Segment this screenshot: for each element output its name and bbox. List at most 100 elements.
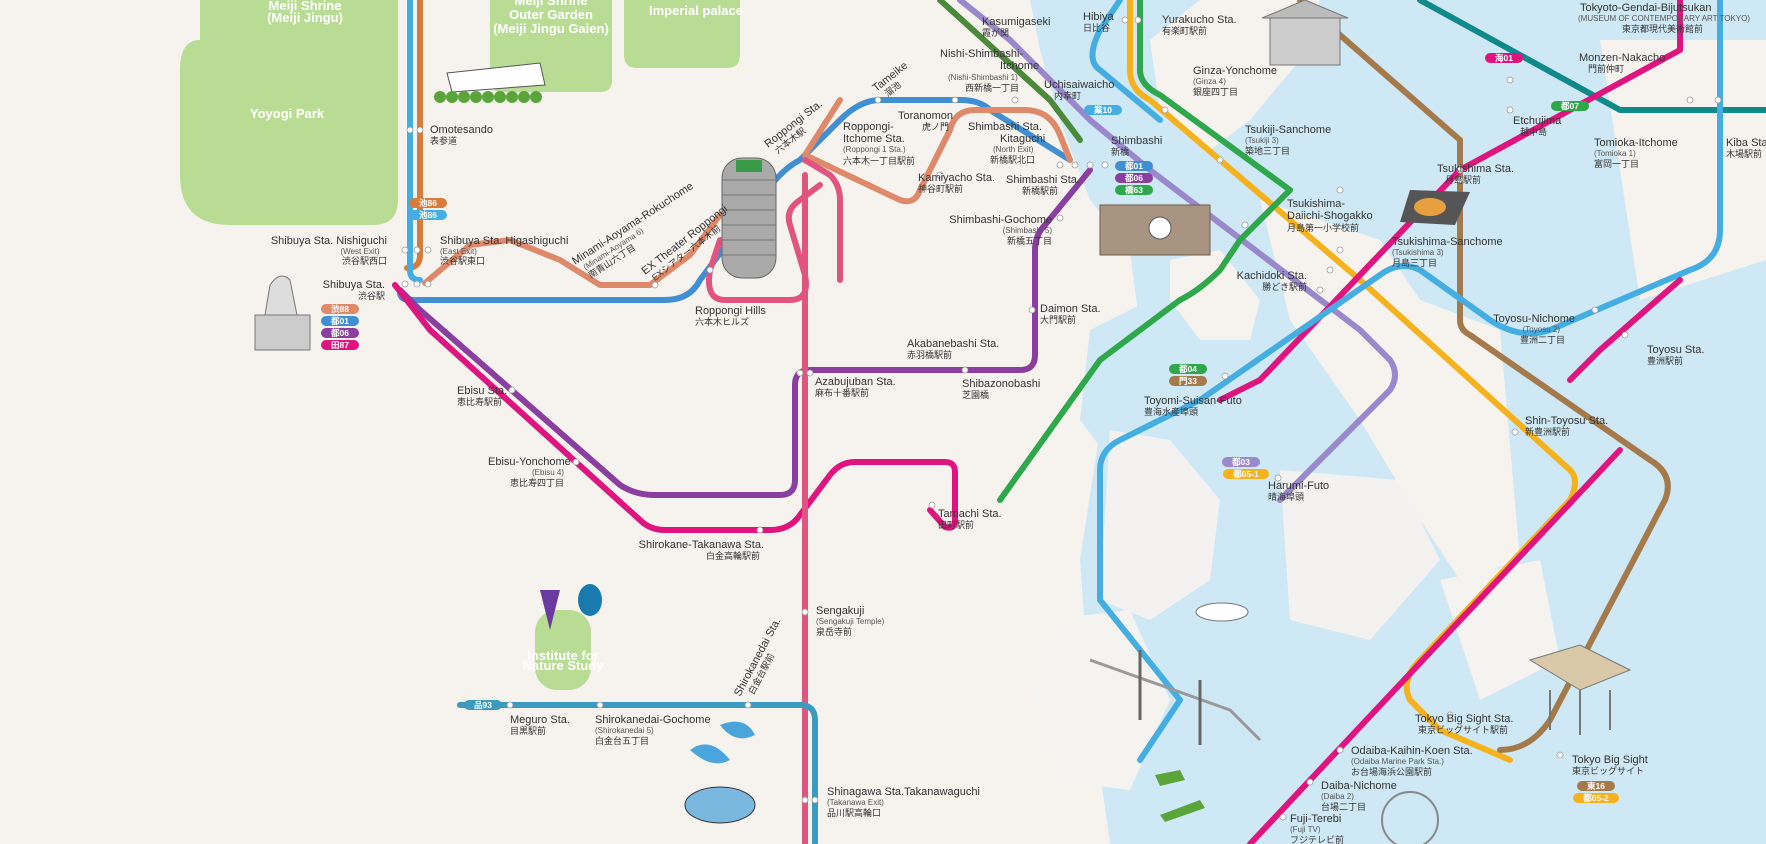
route-magenta-odaiba [1247,447,1623,844]
station-tsukishima-sanchome-sub: (Tsukishima 3) [1392,248,1444,257]
station-kiba: Kiba Sta. [1726,137,1766,149]
station-tamachi-jp: 田町駅前 [938,519,974,530]
parks [180,0,740,690]
station-tsukishima-sanchome: Tsukishima-Sanchome [1392,236,1503,248]
station-shirokane-takanawa: Shirokane-Takanawa Sta. [639,539,764,551]
outer-garden-label-1: Meiji Shrine [515,0,588,8]
station-yurakucho: Yurakucho Sta. [1162,14,1237,26]
station-shimbashi-kitaguchi-1: Shimbashi Sta. [968,121,1042,133]
station-hibiya-jp: 日比谷 [1083,22,1110,33]
station-shibuya-nishiguchi-jp: 渋谷駅西口 [342,255,387,266]
route-pink-vertical [802,157,843,283]
station-daiba-nichome-sub: (Daiba 2) [1321,792,1354,801]
route-badge-label: 渋88 [331,304,349,314]
station-tokyo-big-sight-jp: 東京ビッグサイト [1572,765,1644,776]
route-badge: 都03 [1222,457,1260,467]
outer-garden-label-2: Outer Garden [509,7,593,22]
route-badge: 都06 [1115,173,1153,183]
landmark-rainbow-bridge [1089,650,1262,745]
station-odaiba-kaihin: Odaiba-Kaihin-Koen Sta. [1351,745,1473,757]
station-fuji-terebi-sub: (Fuji TV) [1290,825,1321,834]
route-gyo10 [1089,0,1163,123]
institute-area [535,610,591,690]
station-tsukishima-sanchome-jp: 月島三丁目 [1392,257,1437,268]
station-kachidoki: Kachidoki Sta. [1237,270,1307,282]
station-yurakucho-jp: 有楽町駅前 [1162,25,1207,36]
route-badge-label: 門33 [1179,376,1197,386]
station-etchujima-jp: 越中島 [1520,126,1547,137]
imperial-palace-area [624,0,740,68]
route-badge: 東16 [1577,781,1615,791]
station-tomioka-jp: 富岡一丁目 [1594,158,1639,169]
outer-garden-label-3: (Meiji Jingu Gaien) [493,21,609,36]
imperial-palace-label: Imperial palace [649,3,743,18]
station-shimbashi: Shimbashi [1111,135,1162,147]
route-badge: 橋63 [1115,185,1153,195]
station-shimbashi-gochome: Shimbashi-Gochome [949,214,1052,226]
station-shibuya-higashiguchi-sub: (East Exit) [440,247,477,256]
route-badge-label: 都05-2 [1582,793,1609,803]
institute-label-1: Institute for [527,648,599,663]
station-shimbashi-sta: Shimbashi Sta. [1006,174,1080,186]
station-toyomi: Toyomi-Suisan-Futo [1144,395,1242,407]
station-shimbashi-kitaguchi-sub: (North Exit) [993,145,1034,154]
yoyogi-park-area [180,0,398,225]
station-toyosu-nichome-sub: (Toyosu 2) [1523,325,1561,334]
route-badge-label: 都06 [330,328,349,338]
station-tsukishima-daiichi-1: Tsukishima- [1287,198,1345,210]
station-toranomon: Toranomon [898,110,953,122]
route-den87 [392,282,958,533]
route-to03 [957,0,1398,503]
station-daimon: Daimon Sta. [1040,303,1101,315]
station-hibiya: Hibiya [1083,11,1114,23]
station-shirokane-takanawa-jp: 白金高輪駅前 [706,550,760,561]
station-tsukiji-sanchome-sub: (Tsukiji 3) [1245,136,1279,145]
route-badge: 都05-2 [1573,793,1619,803]
station-tokyo-gendai: Tokyoto-Gendai-Bijutsukan [1580,2,1711,14]
station-ebisu: Ebisu Sta. [457,385,507,397]
station-harumi: Harumi-Futo [1268,480,1329,492]
station-sengakuji: Sengakuji [816,605,864,617]
station-tokyo-gendai-sub: (MUSEUM OF CONTEMPORARY ART TOKYO) [1578,14,1750,23]
station-toyosu-jp: 豊洲駅前 [1647,355,1683,366]
landmark-hachiko-statue [254,275,311,351]
route-badge: 都07 [1551,101,1589,111]
station-tokyo-gendai-jp: 東京都現代美術館前 [1622,23,1703,34]
station-ebisu-yonchome-jp: 恵比寿四丁目 [510,477,564,488]
station-tokyo-big-sight-sta-jp: 東京ビッグサイト駅前 [1418,724,1508,735]
station-roppongi-itchome-2: Itchome Sta. [843,133,905,145]
station-etchujima: Etchujima [1513,115,1562,127]
route-badge: 品93 [464,700,502,710]
station-kamiyacho: Kamiyacho Sta. [918,172,995,184]
station-kiba-jp: 木場駅前 [1726,148,1762,159]
route-badge-label: 都06 [1124,173,1143,183]
station-shimbashi-kitaguchi-2: Kitaguchi [1000,133,1045,145]
station-akabanebashi: Akabanebashi Sta. [907,338,999,350]
station-shibuya-nishiguchi-sub: (West Exit) [341,247,380,256]
route-magenta-toyosu [1567,277,1683,383]
station-tsukiji-sanchome: Tsukiji-Sanchome [1245,124,1331,136]
route-mon33 [1297,0,1671,753]
station-tomioka-sub: (Tomioka 1) [1594,149,1636,158]
landmark-dolphins [684,721,756,824]
station-toyosu-nichome: Toyosu-Nichome [1493,313,1575,325]
route-shina93 [457,702,818,844]
landmark-ferris-wheel [1381,791,1439,844]
station-shirokanedai-gochome: Shirokanedai-Gochome [595,714,711,726]
route-badge: 都01 [321,316,359,326]
station-omotesando-jp: 表参道 [430,135,457,146]
landmark-clock-building [1099,204,1211,256]
water-area [1030,0,1766,844]
station-tsukishima-daiichi-jp: 月島第一小学校前 [1287,222,1359,233]
station-tokyo-big-sight: Tokyo Big Sight [1572,754,1648,766]
station-ebisu-yonchome: Ebisu-Yonchome [488,456,571,468]
route-to04 [997,187,1293,503]
station-shibuya-higashiguchi: Shibuya Sta. Higashiguchi [440,235,568,247]
route-badge: 都05-1 [1223,469,1269,479]
station-roppongi-itchome-sub: (Roppongi 1 Sta.) [843,145,906,154]
landmark-big-sight [1528,644,1632,735]
station-shinagawa-jp: 品川駅高輪口 [827,807,881,818]
station-toranomon-jp: 虎ノ門 [922,121,949,132]
route-badge-label: 都01 [1124,161,1143,171]
